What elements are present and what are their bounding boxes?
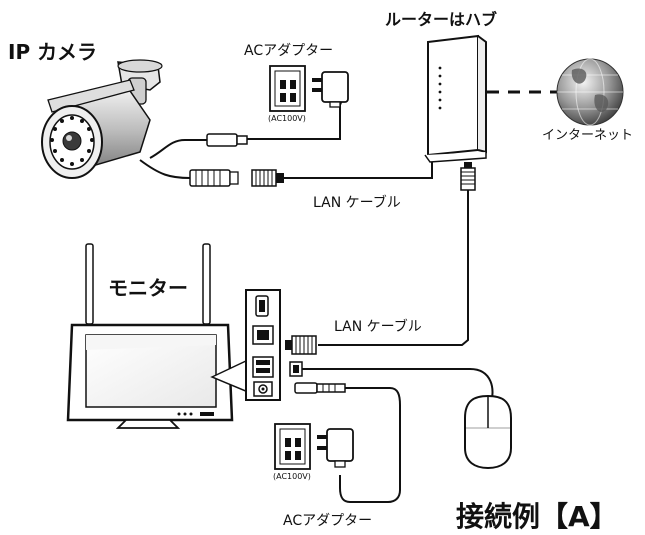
ac-adapter-top <box>269 65 349 112</box>
usb-plug <box>289 361 303 377</box>
globe-icon <box>556 58 624 126</box>
camera-lan-jack <box>189 169 239 187</box>
lan-plug-router <box>460 162 476 191</box>
adapter-bottom-cable <box>339 387 401 503</box>
lan-cable-mid-label: LAN ケーブル <box>334 319 422 335</box>
adapter-top-label: ACアダプター <box>244 43 334 59</box>
camera-lan-lead <box>139 159 191 179</box>
adapter-top-cable <box>247 99 343 140</box>
lan-cable-top-label: LAN ケーブル <box>313 195 401 211</box>
mouse-device <box>464 394 512 470</box>
monitor-label: モニター <box>108 276 188 300</box>
lan-plug-camera <box>251 169 284 187</box>
monitor-dc-plug <box>294 382 346 394</box>
ac-voltage-top-label: (AC100V) <box>268 114 306 123</box>
cables <box>139 90 560 503</box>
camera-label: IP カメラ <box>8 40 98 64</box>
adapter-bottom-label: ACアダプター <box>283 513 373 529</box>
monitor-port-panel <box>245 289 281 401</box>
ac-adapter-bottom <box>274 423 354 470</box>
camera-power-cable <box>149 139 207 159</box>
monitor-device <box>66 243 249 429</box>
ip-camera <box>41 59 163 179</box>
ac-voltage-bottom-label: (AC100V) <box>273 472 311 481</box>
lan-cable-camera-router <box>282 150 433 179</box>
router <box>424 34 487 163</box>
lan-plug-monitor <box>285 335 317 355</box>
router-label: ルーターはハブ <box>385 10 498 29</box>
camera-dc-plug <box>206 133 248 147</box>
internet-label: インターネット <box>542 128 634 143</box>
diagram-title: 接続例【A】 <box>456 500 618 533</box>
lan-cable-router-monitor <box>318 190 469 346</box>
